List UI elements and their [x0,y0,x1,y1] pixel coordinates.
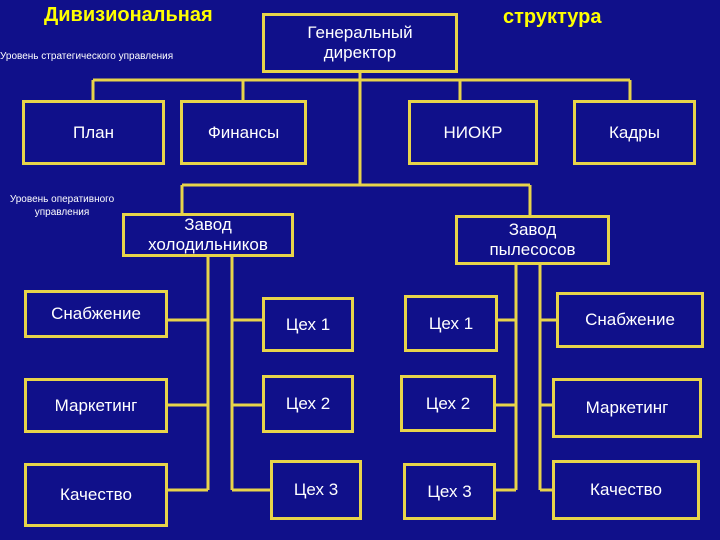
node-hr: Кадры [573,100,696,165]
node-rnd: НИОКР [408,100,538,165]
level-operational-label: Уровень оперативного управления [9,194,115,218]
node-left-quality-label: Качество [60,485,132,504]
node-rnd-label: НИОКР [443,122,503,142]
node-fridge-shop-1-label: Цех 1 [285,314,331,334]
node-vacuum-shop-1: Цех 1 [404,295,498,352]
node-left-supply: Снабжение [24,290,168,338]
node-plan: План [22,100,165,165]
node-left-quality: Качество [24,463,168,527]
node-right-supply-label: Снабжение [585,310,675,329]
node-vacuum-shop-1-label: Цех 1 [428,313,474,333]
node-left-supply-label: Снабжение [51,304,141,323]
node-right-quality-label: Качество [590,480,662,499]
node-fridge-shop-3: Цех 3 [270,460,362,520]
node-fridge-shop-2-label: Цех 2 [285,394,331,413]
node-plant-vacuums: Завод пылесосов [455,215,610,265]
node-plant-fridges: Завод холодильников [122,213,294,257]
node-ceo: Генеральный директор [262,13,458,73]
node-fridge-shop-3-label: Цех 3 [293,480,339,499]
title-right: структура [503,6,602,28]
node-fridge-shop-1: Цех 1 [262,297,354,352]
node-vacuum-shop-2: Цех 2 [400,375,496,432]
node-fridge-shop-2: Цех 2 [262,375,354,433]
node-ceo-label: Генеральный директор [307,23,413,62]
node-vacuum-shop-2-label: Цех 2 [425,393,471,413]
node-left-marketing-label: Маркетинг [54,395,138,415]
node-vacuum-shop-3-label: Цех 3 [427,481,472,501]
node-right-supply: Снабжение [556,292,704,348]
node-right-marketing: Маркетинг [552,378,702,438]
node-right-marketing-label: Маркетинг [585,398,669,417]
node-finance-label: Финансы [207,122,280,142]
title-left: Дивизиональная [44,4,213,26]
node-right-quality: Качество [552,460,700,520]
node-hr-label: Кадры [609,122,660,142]
node-finance: Финансы [180,100,307,165]
node-plan-label: План [73,122,114,142]
node-plant-fridges-label: Завод холодильников [148,215,268,254]
node-plant-vacuums-label: Завод пылесосов [489,220,576,259]
level-strategic-label: Уровень стратегического управления [0,51,174,62]
node-left-marketing: Маркетинг [24,378,168,433]
node-vacuum-shop-3: Цех 3 [403,463,496,520]
